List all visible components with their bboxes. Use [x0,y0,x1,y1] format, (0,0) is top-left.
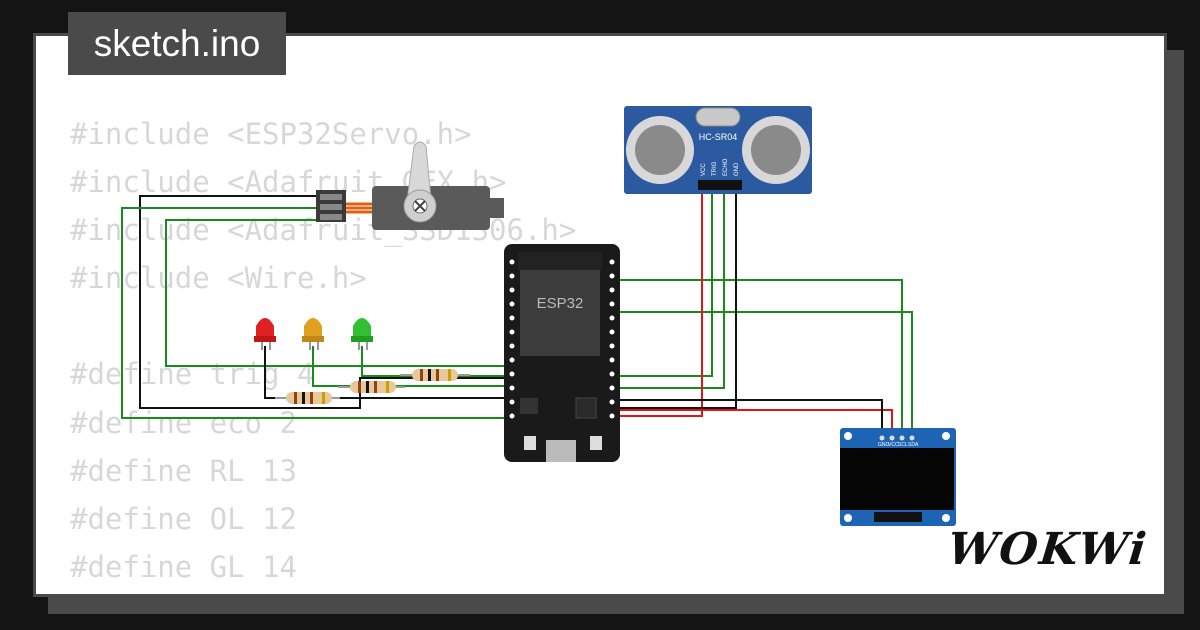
wire-red [612,190,703,417]
code-line: #define RL 13 [70,453,297,488]
code-line: #define GL 14 [70,549,297,584]
wire-black [612,399,883,436]
wire-black [139,195,512,409]
oled-pin-label: SDA [908,442,919,448]
led-red[interactable] [254,318,276,350]
esp32-board[interactable]: ESP32 [504,244,620,462]
code-preview: #include <ESP32Servo.h> #include <Adafrui… [70,110,576,591]
code-line: #include <Adafruit_GFX.h> [70,165,507,200]
file-tab[interactable]: sketch.ino [68,12,286,75]
wire-green [612,190,725,389]
esp32-label: ESP32 [537,295,584,312]
resistor[interactable] [400,369,470,381]
resistor[interactable] [338,381,405,393]
oled-pin-label: VCC [888,442,899,448]
wire-black [612,190,737,409]
led-yellow[interactable] [302,318,324,350]
oled-display[interactable]: GND VCC SCL SDA [840,428,956,526]
sensor-pin-label: ECHO [723,158,729,176]
code-line: #define eco 2 [70,405,297,440]
sensor-pin-label: TRIG [712,161,718,176]
wire-red [612,409,893,436]
oled-pin-label: SCL [898,442,908,448]
code-line: #define OL 12 [70,501,297,536]
sensor-pin-label: VCC [701,163,707,176]
usb-port [546,440,576,462]
wire-green [612,311,913,436]
wire-green [612,190,713,377]
wire-green [312,346,512,387]
wires [121,190,913,436]
sensor-label: HC-SR04 [699,132,738,142]
resistor[interactable] [275,392,340,404]
led-green[interactable] [351,318,373,350]
pin-header-right [609,259,615,419]
code-line: #include <Adafruit_SSD1306.h> [70,213,577,248]
oled-screen [840,448,954,510]
code-line: #include <ESP32Servo.h> [70,117,472,151]
sensor-pin-label: GND [734,162,740,176]
servo-motor[interactable] [316,141,504,230]
wire-green [121,207,512,419]
wokwi-logo: WOKWi [945,524,1151,575]
wire-green [165,219,512,367]
oled-pin-label: GND [878,442,890,448]
esp32-module [520,270,600,356]
pin-header-left [509,259,515,419]
wire-green [612,279,903,436]
ultrasonic-sensor[interactable]: HC-SR04 VCC TRIG ECHO GND [624,106,812,194]
